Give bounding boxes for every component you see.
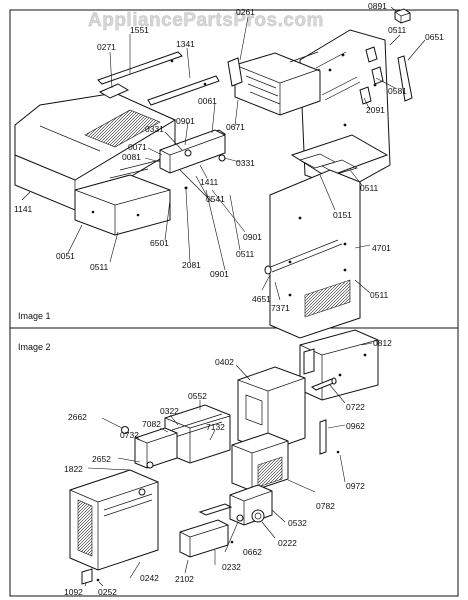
label-0271: 0271 bbox=[97, 42, 116, 52]
label-0331: 0331 bbox=[145, 124, 164, 134]
label-0962: 0962 bbox=[346, 421, 365, 431]
label-1341: 1341 bbox=[176, 39, 195, 49]
label-0532: 0532 bbox=[288, 518, 307, 528]
label-1822: 1822 bbox=[64, 464, 83, 474]
label-2662: 2662 bbox=[68, 412, 87, 422]
label-6501: 6501 bbox=[150, 238, 169, 248]
label-0901-c: 0901 bbox=[210, 269, 229, 279]
label-0252: 0252 bbox=[98, 587, 117, 597]
label-0242: 0242 bbox=[140, 573, 159, 583]
watermark: AppliancePartsPros.com bbox=[88, 10, 324, 31]
label-0232: 0232 bbox=[222, 562, 241, 572]
label-2081: 2081 bbox=[182, 260, 201, 270]
label-0261: 0261 bbox=[236, 7, 255, 17]
label-0581: 0581 bbox=[388, 86, 407, 96]
label-0812: 0812 bbox=[373, 338, 392, 348]
label-0552: 0552 bbox=[188, 391, 207, 401]
label-0322: 0322 bbox=[160, 406, 179, 416]
label-0722: 0722 bbox=[346, 402, 365, 412]
label-0782: 0782 bbox=[316, 501, 335, 511]
label-1551: 1551 bbox=[130, 25, 149, 35]
image-2-labels: 0812 0402 0722 0552 0322 2662 0732 7082 … bbox=[64, 338, 392, 597]
image-1-drawing bbox=[14, 8, 413, 339]
label-0511-d: 0511 bbox=[236, 249, 255, 259]
image-2-frame bbox=[9, 327, 459, 597]
label-2102: 2102 bbox=[175, 574, 194, 584]
label-0511-e: 0511 bbox=[370, 290, 389, 300]
label-1141: 1141 bbox=[14, 204, 33, 214]
label-2091: 2091 bbox=[366, 105, 385, 115]
label-7082: 7082 bbox=[142, 419, 161, 429]
image-1-labels: 0891 0261 0511 0651 1551 1341 0271 0581 … bbox=[14, 1, 444, 313]
label-0061: 0061 bbox=[198, 96, 217, 106]
image-2-drawing bbox=[69, 329, 379, 585]
image-2-leaders bbox=[84, 342, 373, 587]
label-0331-b: 0331 bbox=[236, 158, 255, 168]
label-0511-b: 0511 bbox=[360, 183, 379, 193]
label-0972: 0972 bbox=[346, 481, 365, 491]
label-0651: 0651 bbox=[425, 32, 444, 42]
label-7132: 7132 bbox=[206, 422, 225, 432]
label-1411: 1411 bbox=[200, 177, 219, 187]
label-7371: 7371 bbox=[271, 303, 290, 313]
label-4701: 4701 bbox=[372, 243, 391, 253]
label-0051: 0051 bbox=[56, 251, 75, 261]
label-2652: 2652 bbox=[92, 454, 111, 464]
label-0662: 0662 bbox=[243, 547, 262, 557]
label-0901-b: 0901 bbox=[243, 232, 262, 242]
label-0081: 0081 bbox=[122, 152, 141, 162]
label-1092: 1092 bbox=[64, 587, 83, 597]
label-0511-c: 0511 bbox=[90, 262, 109, 272]
image-2-caption: Image 2 bbox=[18, 342, 51, 352]
label-0671: 0671 bbox=[226, 122, 245, 132]
label-4651: 4651 bbox=[252, 294, 271, 304]
label-0541: 0541 bbox=[206, 194, 225, 204]
label-0222: 0222 bbox=[278, 538, 297, 548]
label-0732: 0732 bbox=[120, 430, 139, 440]
label-0511: 0511 bbox=[388, 25, 407, 35]
label-0151: 0151 bbox=[333, 210, 352, 220]
label-0901: 0901 bbox=[176, 116, 195, 126]
image-1-caption: Image 1 bbox=[18, 311, 51, 321]
label-0071: 0071 bbox=[128, 142, 147, 152]
label-0891: 0891 bbox=[368, 1, 387, 11]
label-0402: 0402 bbox=[215, 357, 234, 367]
image-1-leaders bbox=[21, 6, 426, 301]
